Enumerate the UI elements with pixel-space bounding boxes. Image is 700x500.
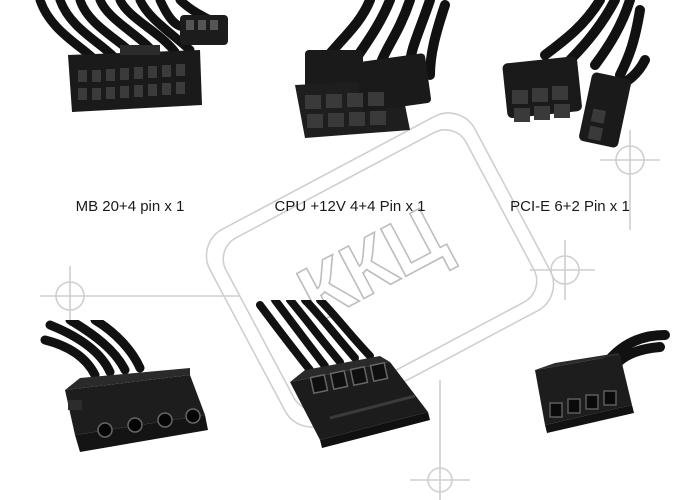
motherboard-caption: MB 20+4 pin x 1	[75, 198, 185, 215]
cpu-connector	[270, 0, 460, 150]
pcie-caption: PCI-E 6+2 Pin x 1	[510, 198, 630, 215]
pcie-connector	[490, 0, 660, 160]
sata-connector	[250, 300, 440, 450]
cpu-caption: CPU +12V 4+4 Pin x 1	[274, 198, 426, 215]
motherboard-connector	[20, 0, 240, 130]
molex-connector	[40, 320, 220, 470]
fdd-connector	[510, 325, 670, 445]
